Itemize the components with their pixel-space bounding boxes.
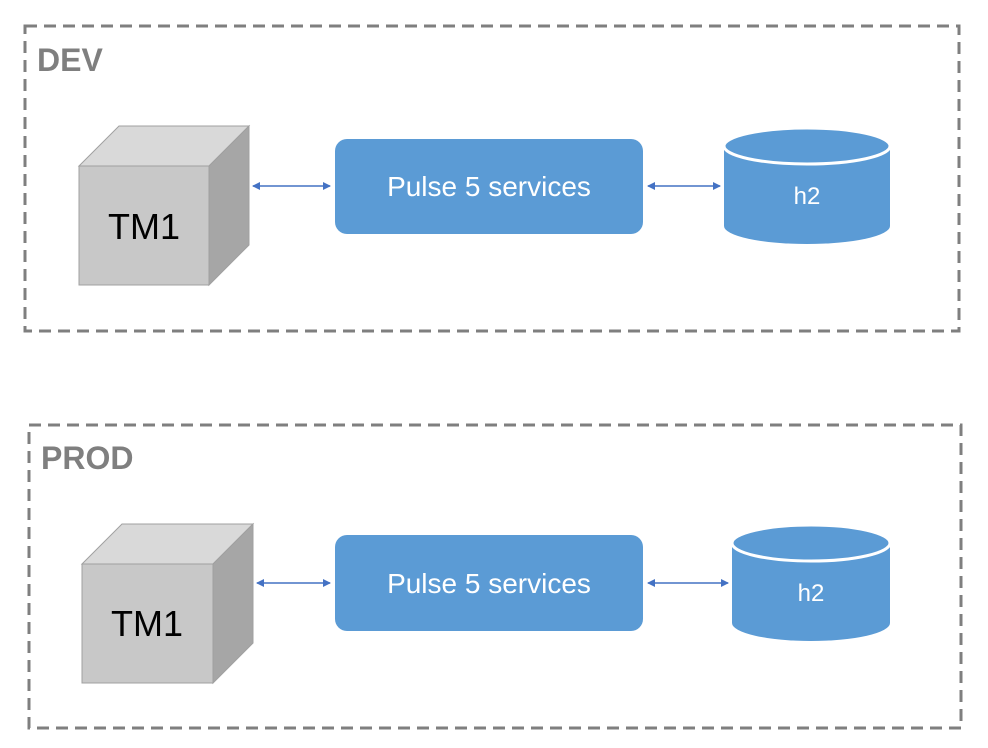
tm1-server: TM1	[80, 522, 255, 685]
env-frame	[27, 423, 963, 730]
env-label: PROD	[41, 440, 133, 476]
pulse-service: Pulse 5 services	[335, 139, 643, 234]
database-label: h2	[798, 580, 825, 607]
tm1-server: TM1	[77, 124, 251, 287]
service-label: Pulse 5 services	[387, 568, 591, 599]
service-label: Pulse 5 services	[387, 171, 591, 202]
database-cylinder-icon	[730, 523, 892, 641]
cube-icon	[80, 522, 255, 685]
env-frame	[23, 24, 961, 333]
database-cylinder-icon	[722, 126, 892, 244]
env-prod: PROD TM1 Pulse 5 services h2	[27, 423, 963, 730]
h2-database: h2	[730, 523, 892, 641]
tm1-label: TM1	[108, 206, 180, 247]
env-label: DEV	[37, 42, 103, 78]
tm1-label: TM1	[111, 603, 183, 644]
env-dev: DEV TM1 Pulse 5 services h2	[23, 24, 961, 333]
cube-icon	[77, 124, 251, 287]
database-label: h2	[794, 183, 821, 210]
pulse-service: Pulse 5 services	[335, 535, 643, 631]
h2-database: h2	[722, 126, 892, 244]
